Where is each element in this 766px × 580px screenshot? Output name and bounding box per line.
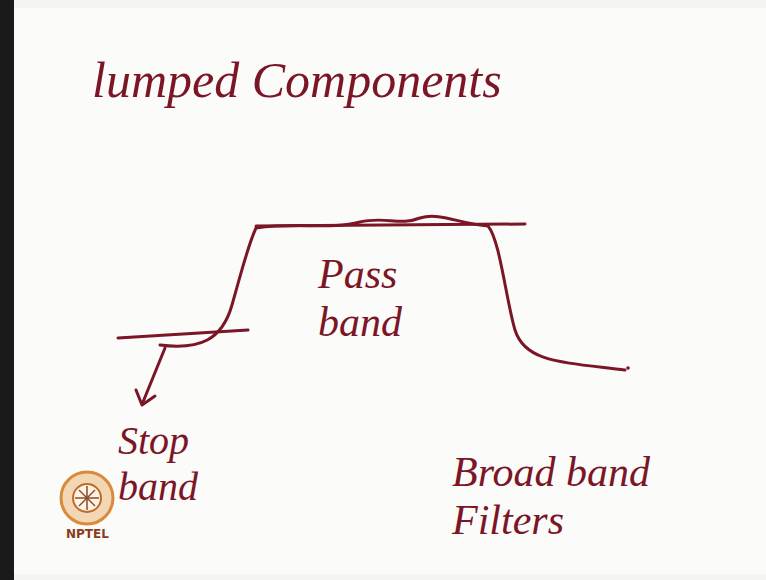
- nptel-logo: [61, 472, 113, 524]
- logo-text: NPTEL: [66, 528, 109, 542]
- stopband-label: Stop band: [118, 418, 198, 510]
- reference-line: [256, 224, 525, 226]
- response-curve: [160, 216, 625, 370]
- note-text: Broad band Filters: [452, 448, 742, 545]
- arrow-head: [136, 390, 155, 405]
- leader-arrow: [143, 348, 165, 402]
- reference-line: [118, 330, 248, 338]
- board-edge: [0, 0, 14, 580]
- board-title: lumped Components: [92, 52, 692, 110]
- passband-label: Pass band: [318, 250, 402, 347]
